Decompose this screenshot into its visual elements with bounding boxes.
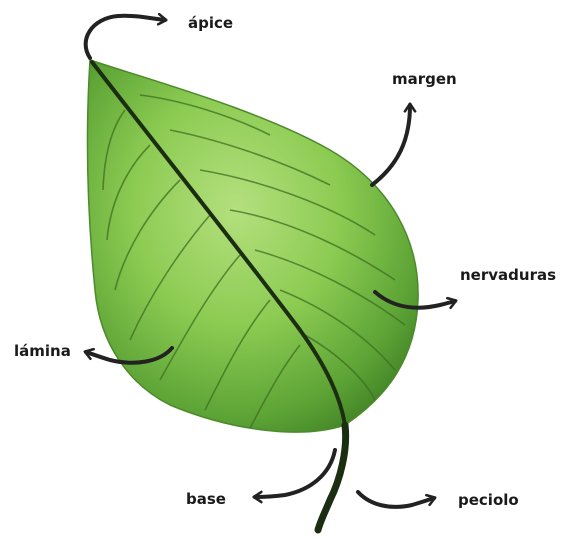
label-margin: margen — [392, 70, 457, 88]
leaf-blade — [88, 60, 419, 432]
base-arrow — [255, 450, 335, 497]
label-petiole: peciolo — [458, 491, 519, 509]
label-base: base — [186, 490, 226, 508]
apex-arrow — [86, 16, 165, 58]
petiole-arrow — [358, 492, 434, 507]
margin-arrow — [372, 105, 410, 185]
label-apex: ápice — [188, 14, 233, 32]
label-blade: lámina — [14, 342, 71, 360]
label-veins: nervaduras — [460, 266, 556, 284]
